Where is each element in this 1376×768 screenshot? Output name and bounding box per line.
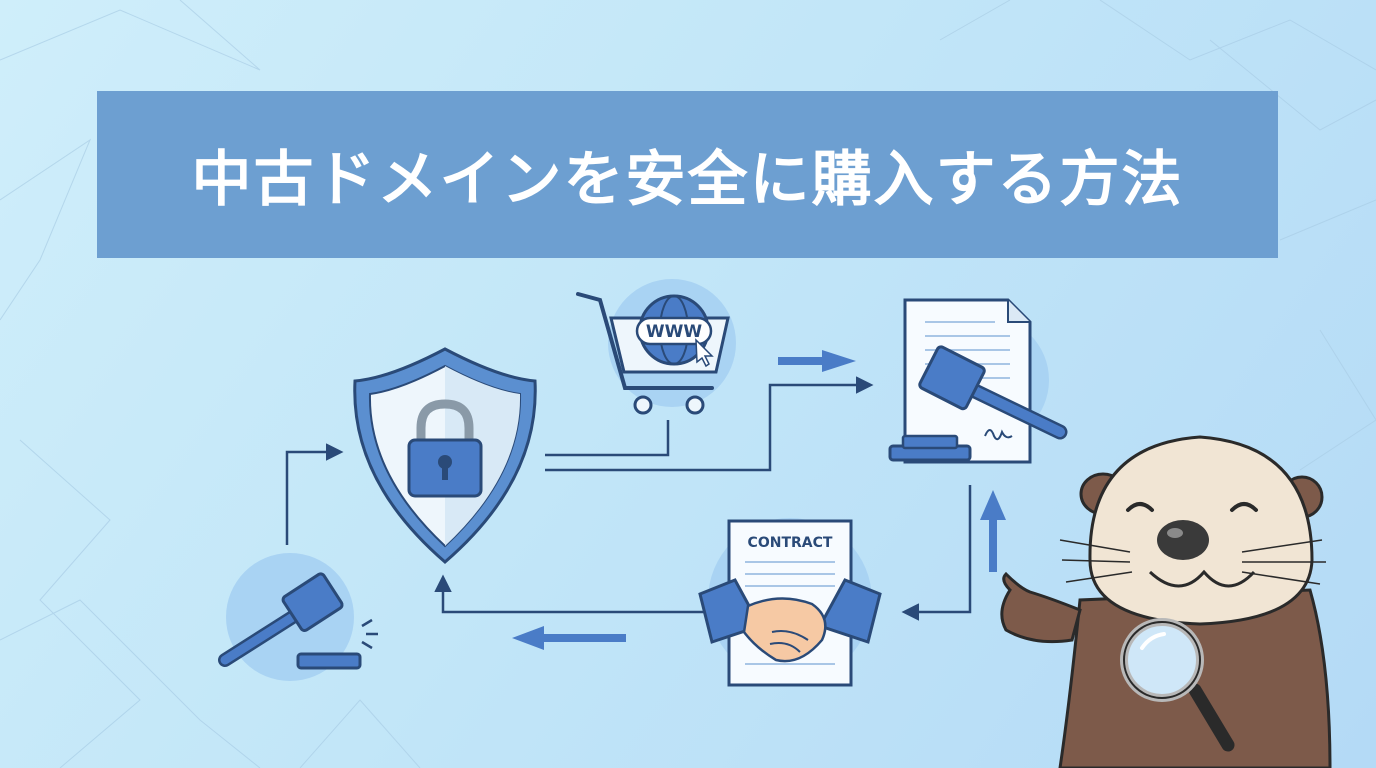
connector-document-to-contract xyxy=(901,485,972,621)
shopping-cart-www-icon: WWW xyxy=(576,279,736,415)
connector-auction-to-shield xyxy=(285,443,344,545)
connector-shield-to-cart xyxy=(545,420,670,457)
cart-www-label: WWW xyxy=(646,322,703,342)
sea-otter-magnifier-icon xyxy=(1000,435,1332,768)
contract-label: CONTRACT xyxy=(748,535,833,551)
direction-arrow-up xyxy=(980,490,1006,572)
connector-contract-to-shield xyxy=(434,574,712,614)
direction-arrow-left xyxy=(512,626,626,650)
gavel-icon xyxy=(218,553,378,681)
title-banner: 中古ドメインを安全に購入する方法 xyxy=(97,91,1278,258)
connector-shield-to-document xyxy=(545,376,874,472)
shield-lock-icon xyxy=(353,347,537,564)
contract-handshake-icon: CONTRACT xyxy=(698,518,882,687)
page-title: 中古ドメインを安全に購入する方法 xyxy=(191,145,1184,215)
direction-arrow-right xyxy=(778,350,856,372)
document-gavel-icon xyxy=(888,298,1068,464)
flow-connectors xyxy=(285,376,972,621)
